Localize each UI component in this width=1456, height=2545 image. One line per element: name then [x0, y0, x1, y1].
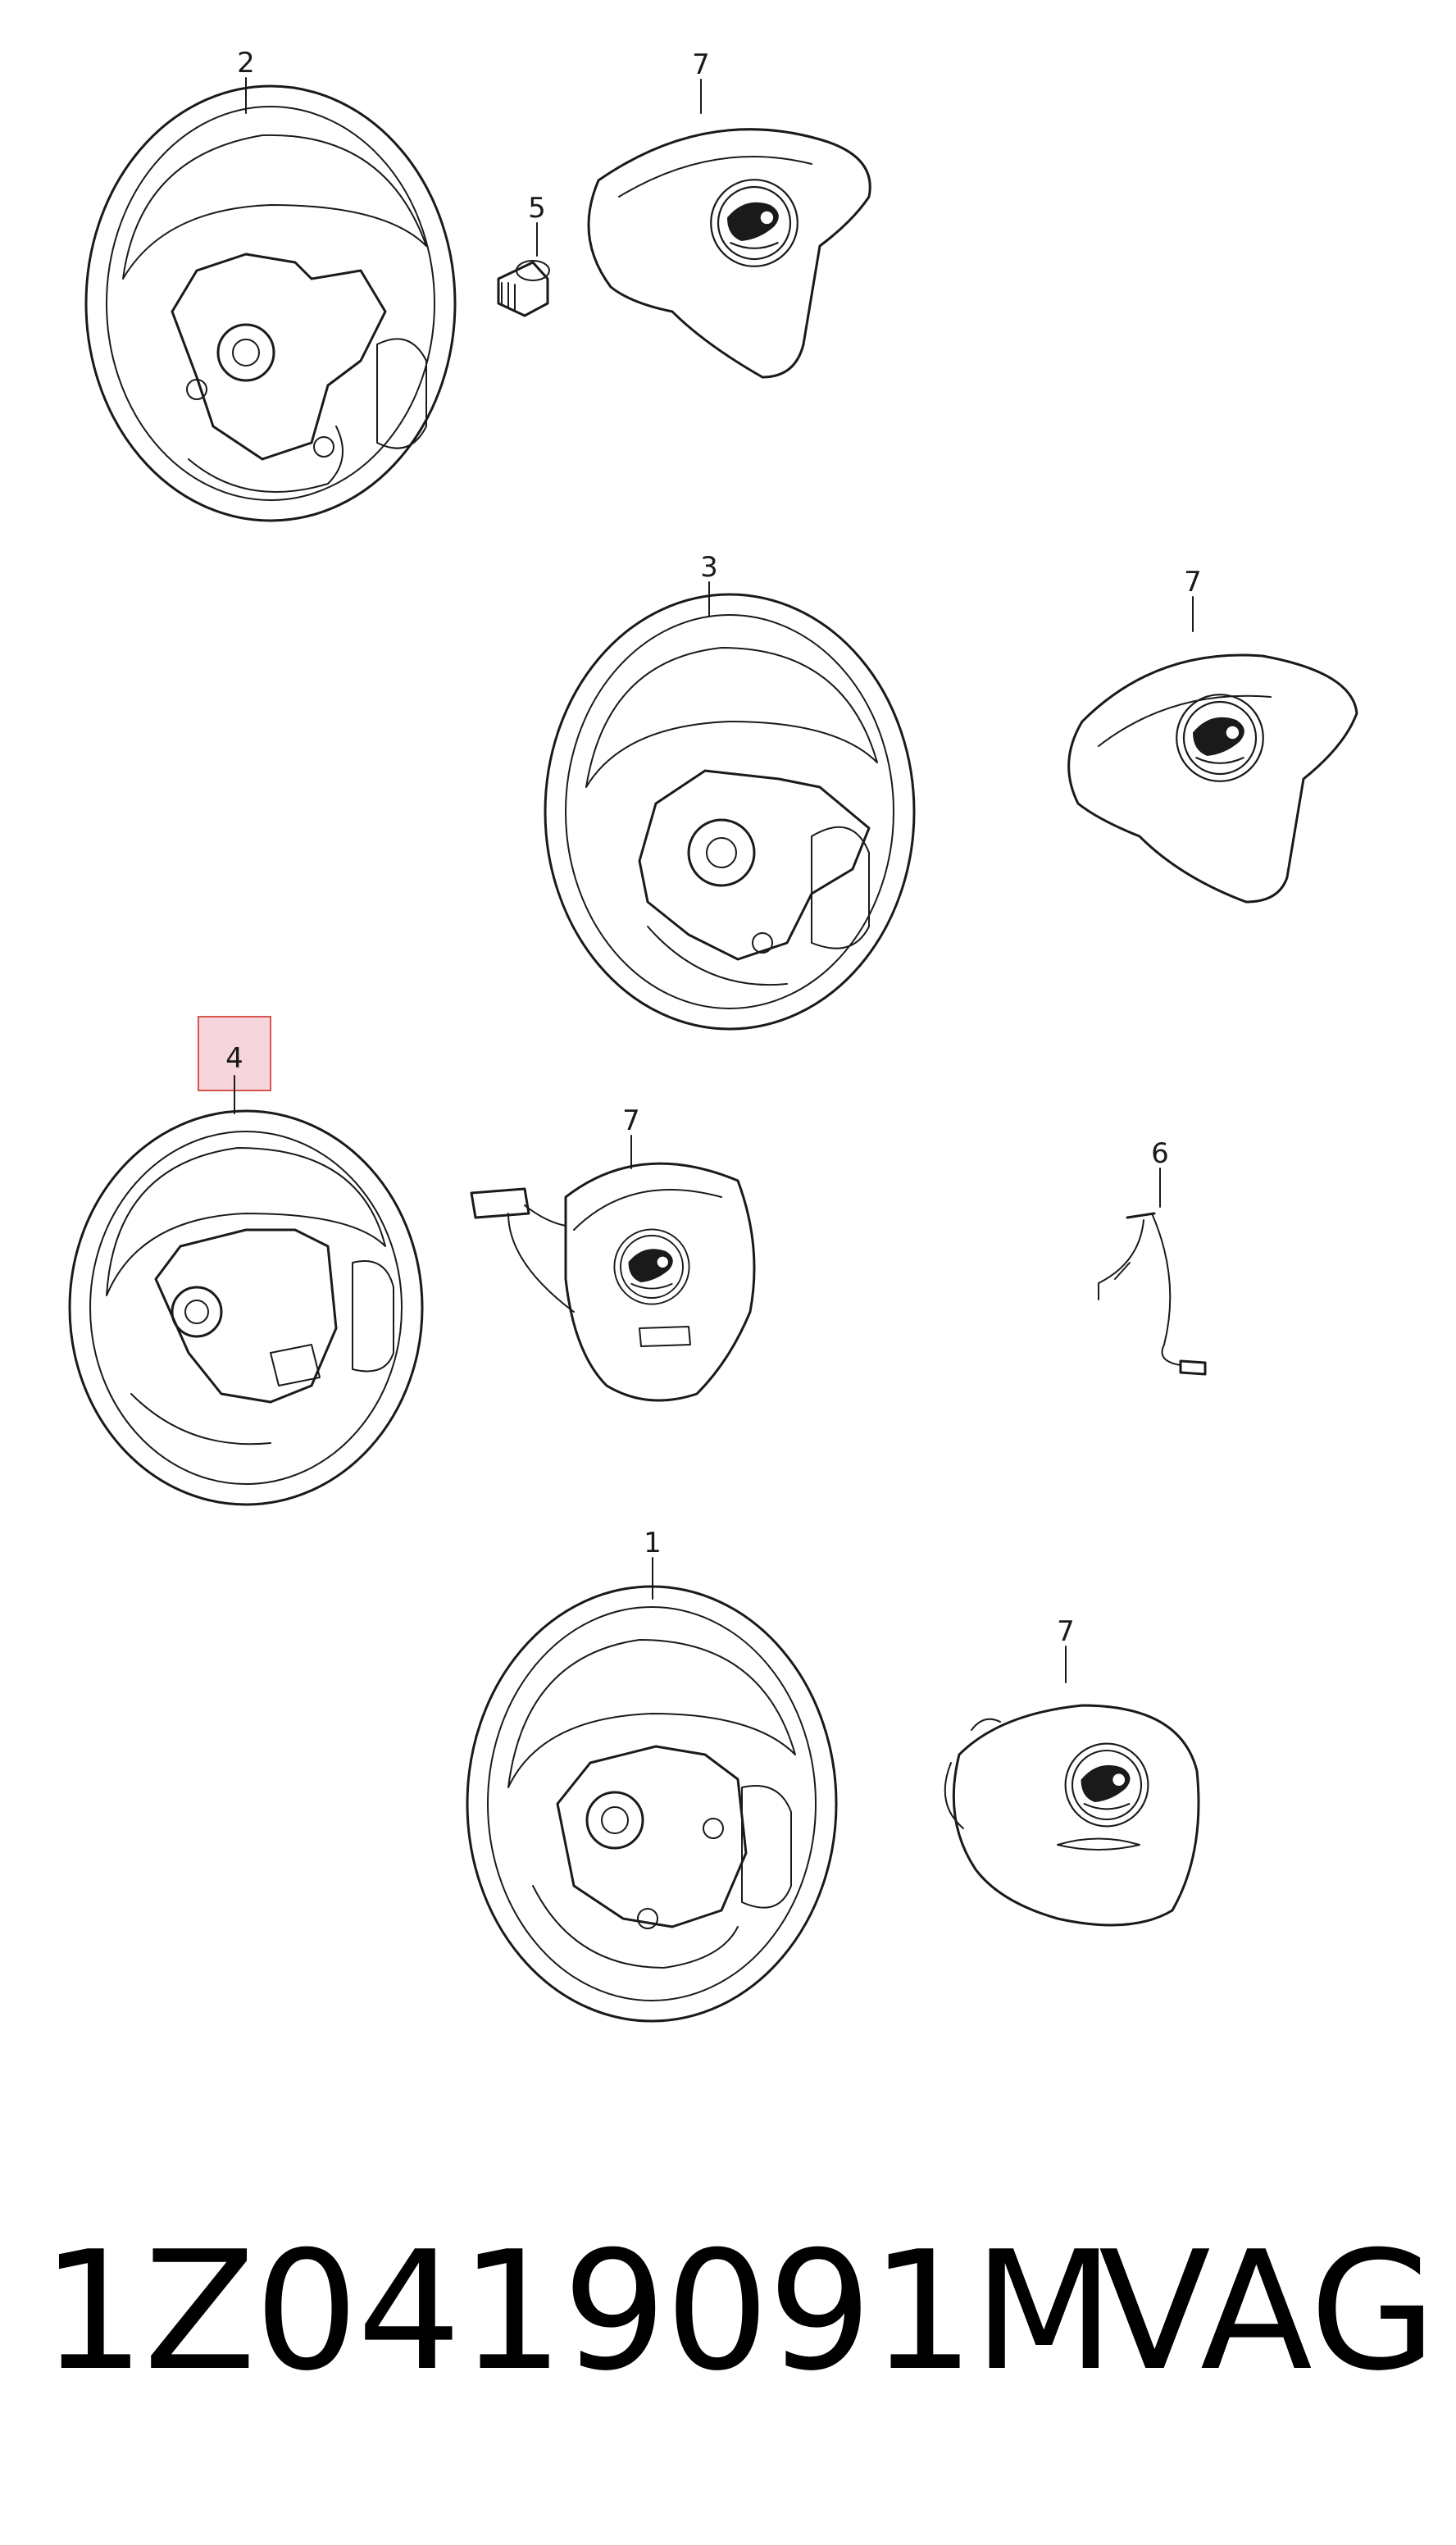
- callout-7-second: 7: [1184, 566, 1202, 599]
- brand-name: VAG: [1099, 2216, 1437, 2407]
- callout-4: 4: [225, 1042, 243, 1075]
- airbag-7-third: [470, 1162, 756, 1402]
- callout-7-third: 7: [622, 1104, 640, 1137]
- callout-7-top: 7: [692, 48, 710, 81]
- callout-7-bottom: 7: [1057, 1615, 1075, 1648]
- bolt-5: [497, 260, 550, 317]
- steering-wheel-3: [544, 593, 916, 1031]
- steering-wheel-2: [84, 84, 457, 522]
- part-number: 1Z0419091M: [41, 2216, 1115, 2407]
- callout-1: 1: [644, 1527, 662, 1559]
- callout-6: 6: [1151, 1137, 1169, 1170]
- harness-6: [1098, 1212, 1207, 1376]
- airbag-7-top: [587, 128, 871, 379]
- leader-lines: [234, 77, 1194, 1683]
- callout-5: 5: [528, 192, 546, 225]
- airbag-7-bottom: [944, 1704, 1200, 1927]
- callout-2: 2: [237, 47, 255, 80]
- airbag-7-second: [1067, 653, 1358, 904]
- steering-wheel-4: [68, 1109, 424, 1506]
- callout-3: 3: [700, 551, 718, 584]
- steering-wheel-1: [466, 1585, 838, 2023]
